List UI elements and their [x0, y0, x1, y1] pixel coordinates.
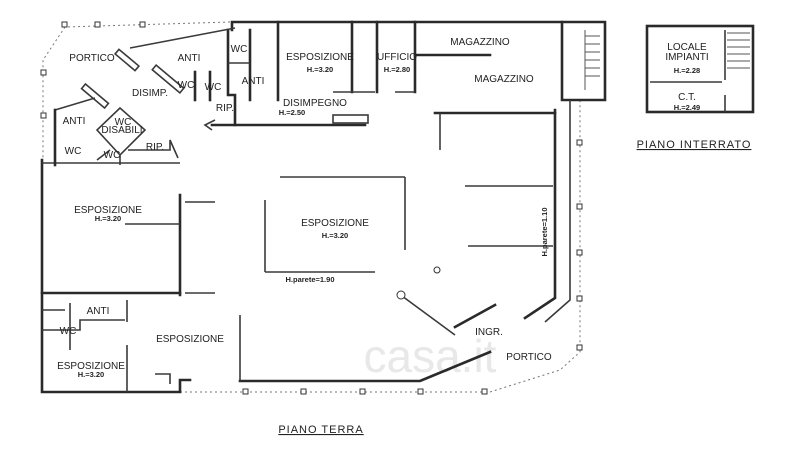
label-height: H.=3.20	[78, 370, 104, 379]
label-anti: ANTI	[178, 53, 201, 64]
label-ct: C.T.	[678, 92, 696, 103]
label-esposizione: ESPOSIZIONE	[286, 52, 354, 63]
label-rip: RIP.	[216, 103, 234, 114]
label-anti: ANTI	[242, 76, 265, 87]
label-esposizione: ESPOSIZIONE	[74, 205, 142, 216]
watermark: casa.it	[364, 330, 497, 382]
portico-outline	[42, 21, 581, 393]
label-esposizione: ESPOSIZIONE	[156, 334, 224, 345]
basement-title: PIANO INTERRATO	[637, 139, 752, 151]
label-wall-height: H.parete=1.90	[286, 275, 335, 284]
label-anti: ANTI	[63, 116, 86, 127]
label-height: H.=2.80	[384, 65, 410, 74]
label-magazzino: MAGAZZINO	[450, 37, 510, 48]
label-wc: WC	[60, 326, 77, 337]
label-wc: WC	[65, 146, 82, 157]
label-esposizione: ESPOSIZIONE	[57, 361, 125, 372]
label-disimp: DISIMP.	[132, 88, 168, 99]
label-wc: WC	[104, 150, 121, 161]
label-disimpegno: DISIMPEGNO	[283, 98, 347, 109]
basement-labels: LOCALE IMPIANTI H.=2.28 C.T. H.=2.49	[665, 42, 708, 112]
label-wc: WC	[231, 44, 248, 55]
basement-walls	[645, 24, 755, 114]
label-anti: ANTI	[87, 306, 110, 317]
label-ingresso: INGR.	[475, 327, 503, 338]
label-height: H.=3.20	[95, 214, 121, 223]
label-locale: LOCALE	[667, 42, 707, 53]
label-wc: WC	[205, 82, 222, 93]
ground-floor-title: PIANO TERRA	[278, 424, 363, 436]
label-wall-height: H.parete=1.10	[540, 208, 549, 257]
label-height: H.=2.50	[279, 108, 305, 117]
label-impianti: IMPIANTI	[665, 52, 708, 63]
label-height: H.=3.20	[307, 65, 333, 74]
label-portico: PORTICO	[69, 53, 115, 64]
label-wc: WC	[178, 80, 195, 91]
ground-floor-labels: PORTICO ANTI WC ANTI ESPOSIZIONE H.=3.20…	[57, 37, 552, 379]
label-height: H.=2.28	[674, 66, 700, 75]
label-magazzino: MAGAZZINO	[474, 74, 534, 85]
label-portico: PORTICO	[506, 352, 552, 363]
label-disabili: DISABILI	[101, 125, 142, 136]
label-height: H.=3.20	[322, 231, 348, 240]
label-ufficio: UFFICIO	[377, 52, 417, 63]
label-wc: WC	[115, 117, 132, 128]
label-height: H.=2.49	[674, 103, 700, 112]
columns	[40, 21, 583, 395]
label-rip: RIP.	[146, 142, 164, 153]
label-esposizione: ESPOSIZIONE	[301, 218, 369, 229]
ground-floor-walls	[40, 20, 607, 394]
